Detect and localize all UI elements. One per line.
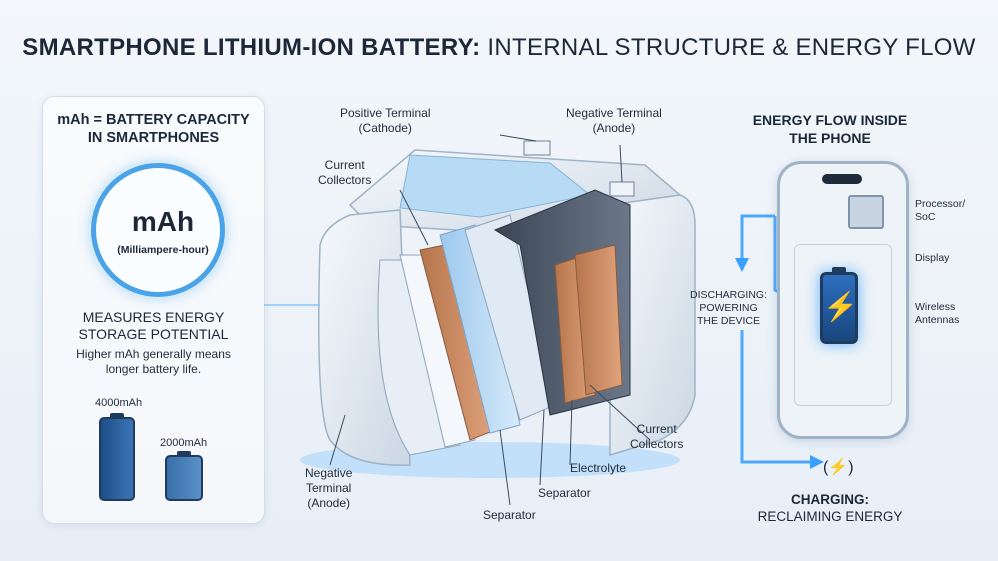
mah-heading-line1: mAh = BATTERY CAPACITY [57, 112, 250, 128]
collectors-right-l1: Current [636, 422, 677, 436]
battery-large-icon [99, 413, 135, 501]
label-negative-terminal-top: Negative Terminal (Anode) [566, 106, 662, 136]
negative-terminal-tab [609, 181, 635, 197]
energy-flow-heading-l2: THE PHONE [789, 130, 871, 146]
label-discharging: DISCHARGING: POWERING THE DEVICE [690, 289, 767, 328]
label-separator-right: Separator [538, 486, 591, 500]
negative-terminal-bottom-l1: Negative [305, 466, 353, 480]
label-separator-bottom: Separator [483, 508, 536, 522]
copper-sheet-3 [574, 244, 623, 396]
positive-terminal-l1: Positive Terminal [340, 106, 431, 120]
charging-l1: CHARGING: [791, 492, 869, 507]
charging-plug-icon: (⚡) [823, 459, 854, 476]
measures-line2: STORAGE POTENTIAL [78, 326, 229, 342]
positive-terminal-l2: (Cathode) [358, 121, 412, 135]
leader-negative-bottom [329, 414, 346, 466]
title-bold: SMARTPHONE LITHIUM-ION BATTERY: [22, 34, 481, 61]
collectors-right-l2: Collectors [630, 437, 684, 451]
collectors-left-l2: Collectors [318, 173, 372, 187]
leader-separator-right [539, 409, 545, 486]
processor-l2: SoC [915, 211, 936, 223]
label-negative-terminal-bottom: Negative Terminal (Anode) [305, 466, 352, 511]
energy-flow-heading-l1: ENERGY FLOW INSIDE [752, 112, 908, 128]
charging-label: CHARGING: RECLAIMING ENERGY [740, 491, 920, 525]
label-electrolyte: Electrolyte [570, 461, 627, 475]
negative-terminal-bottom-l3: (Anode) [307, 496, 351, 510]
desc-line2: longer battery life. [105, 362, 202, 376]
battery-small-label: 2000mAh [160, 437, 208, 449]
wireless-l2: Antennas [915, 314, 960, 326]
phone-illustration: ⚡ [777, 161, 909, 439]
mah-heading-line2: IN SMARTPHONES [87, 130, 220, 146]
label-current-collectors-right: Current Collectors [630, 422, 683, 452]
page-title: SMARTPHONE LITHIUM-ION BATTERY: INTERNAL… [0, 34, 998, 62]
charging-arrow [740, 330, 812, 464]
processor-l1: Processor/ [915, 198, 966, 210]
label-processor: Processor/ SoC [915, 198, 965, 224]
measures-line1: MEASURES ENERGY [82, 309, 225, 325]
ring-sub-text: (Milliampere-hour) [117, 244, 209, 256]
energy-flow-heading: ENERGY FLOW INSIDE THE PHONE [740, 111, 920, 147]
mah-heading: mAh = BATTERY CAPACITY IN SMARTPHONES [43, 111, 264, 147]
leader-electrolyte [569, 399, 573, 466]
positive-terminal-tab [523, 140, 551, 156]
ring-main-text: mAh [131, 206, 195, 237]
label-current-collectors-left: Current Collectors [318, 158, 371, 188]
measures-heading: MEASURES ENERGY STORAGE POTENTIAL [43, 309, 264, 343]
battery-large-label: 4000mAh [95, 397, 143, 409]
negative-terminal-top-l1: Negative Terminal [566, 106, 662, 120]
mah-info-panel: mAh = BATTERY CAPACITY IN SMARTPHONES mA… [42, 96, 265, 524]
negative-terminal-bottom-l2: Terminal [306, 481, 352, 495]
discharging-l3: THE DEVICE [697, 315, 761, 327]
discharging-l2: POWERING [699, 302, 758, 314]
label-display: Display [915, 252, 950, 264]
negative-terminal-top-l2: (Anode) [592, 121, 636, 135]
charging-arrowhead [810, 455, 824, 469]
discharge-arrow [740, 214, 775, 260]
processor-chip-icon [848, 195, 884, 229]
charging-l2: RECLAIMING ENERGY [757, 509, 903, 524]
discharging-l1: DISCHARGING: [690, 289, 768, 301]
wireless-l1: Wireless [915, 301, 956, 313]
capacity-description: Higher mAh generally means longer batter… [43, 347, 264, 377]
label-wireless-antennas: Wireless Antennas [915, 301, 959, 327]
battery-cutaway-illustration [264, 134, 696, 506]
collectors-left-l1: Current [324, 158, 365, 172]
leader-collectors-left [399, 189, 429, 246]
case-right [609, 194, 696, 457]
desc-line1: Higher mAh generally means [76, 347, 231, 361]
mah-ring-icon: mAh (Milliampere-hour) [91, 163, 225, 297]
leader-collectors-right [589, 384, 651, 441]
discharge-arrowhead [735, 258, 749, 272]
label-positive-terminal: Positive Terminal (Cathode) [340, 106, 430, 136]
leader-positive [499, 134, 537, 142]
blue-sheet [439, 224, 521, 434]
phone-battery-icon: ⚡ [820, 267, 858, 344]
battery-small-icon [165, 451, 203, 501]
lightning-bolt-icon: ⚡ [823, 291, 858, 322]
cathode-top-panel [399, 154, 592, 218]
phone-inner-board [794, 244, 892, 406]
title-rest: INTERNAL STRUCTURE & ENERGY FLOW [480, 34, 976, 61]
leader-negative [619, 144, 623, 183]
phone-notch [822, 174, 862, 184]
leader-separator-bottom [499, 429, 511, 506]
separator-sheet-1 [399, 254, 476, 448]
